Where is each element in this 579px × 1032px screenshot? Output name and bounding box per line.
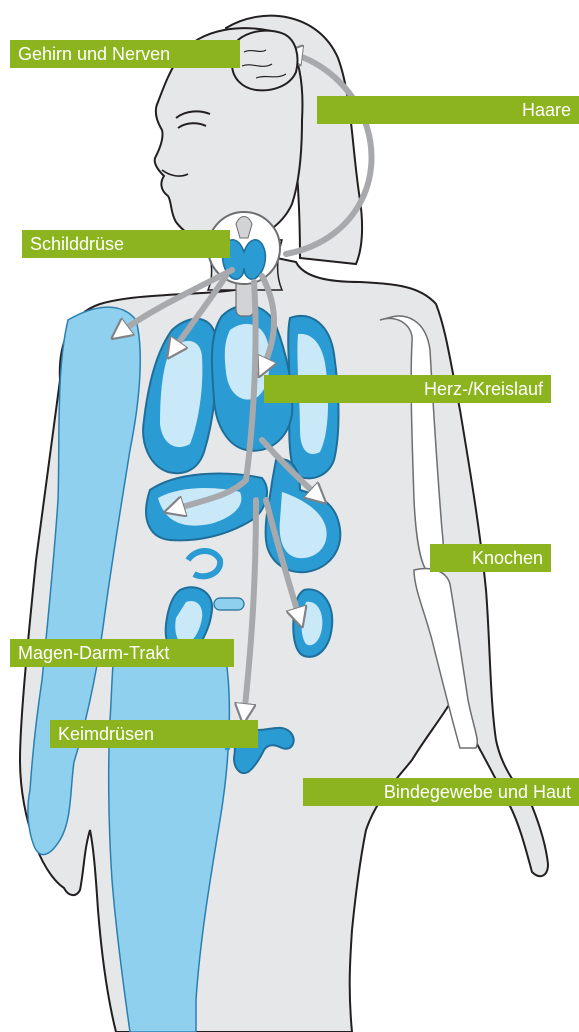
label-gehirn-und-nerven: Gehirn und Nerven (10, 40, 240, 68)
brain-icon (232, 31, 298, 91)
adrenal (214, 598, 244, 610)
label-bindegewebe-und-haut: Bindegewebe und Haut (303, 778, 579, 806)
label-haare: Haare (317, 96, 579, 124)
label-schilddruese: Schilddrüse (22, 230, 230, 258)
label-keimdruesen: Keimdrüsen (50, 720, 258, 748)
label-magen-darm-trakt: Magen-Darm-Trakt (10, 639, 234, 667)
label-knochen: Knochen (430, 544, 551, 572)
label-herz-kreislauf: Herz-/Kreislauf (264, 375, 551, 403)
